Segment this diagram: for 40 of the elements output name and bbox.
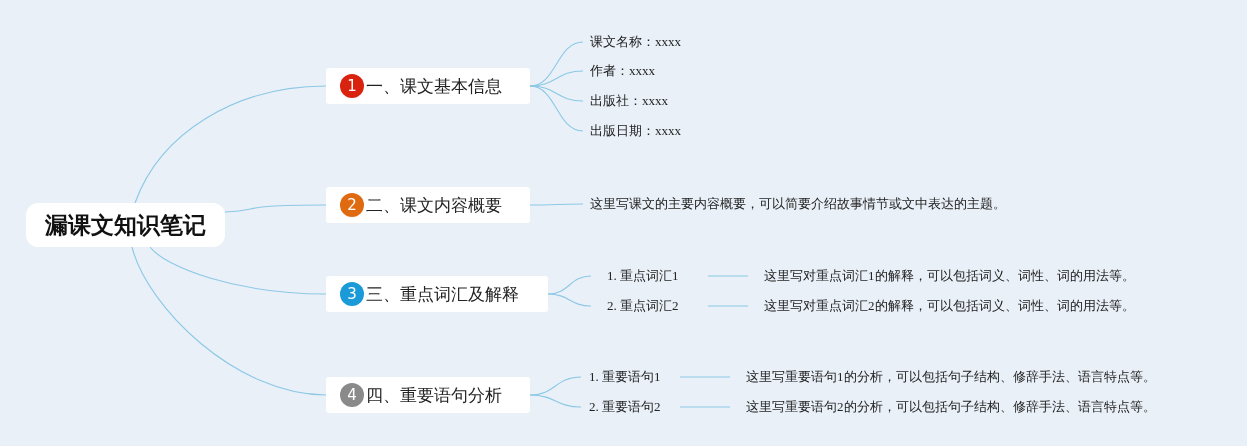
leaf-text: 出版社：xxxx xyxy=(583,91,668,111)
topic-label: 一、课文基本信息 xyxy=(366,74,502,98)
leaf-text: 这里写重要语句1的分析，可以包括句子结构、修辞手法、语言特点等。 xyxy=(730,367,1156,387)
leaf-text: 出版日期：xxxx xyxy=(583,121,681,141)
leaf-text: 1. 重点词汇1 xyxy=(591,266,708,286)
leaf-text: 1. 重要语句1 xyxy=(581,367,680,387)
topic-label: 二、课文内容概要 xyxy=(366,193,502,217)
number-badge: 2 xyxy=(340,193,364,217)
connector-line xyxy=(547,293,592,307)
number-badge: 1 xyxy=(340,74,364,98)
topic-box xyxy=(326,187,530,223)
connector-line xyxy=(707,305,749,307)
leaf-text: 这里写重要语句2的分析，可以包括句子结构、修辞手法、语言特点等。 xyxy=(730,397,1156,417)
leaf-text: 课文名称：xxxx xyxy=(583,32,681,52)
connector-line xyxy=(547,275,592,295)
leaf-text: 作者：xxxx xyxy=(583,61,655,81)
connector-line xyxy=(529,70,584,87)
connector-line xyxy=(679,406,731,408)
connector-line xyxy=(529,203,584,206)
leaf-text: 2. 重要语句2 xyxy=(581,397,680,417)
connector-line xyxy=(529,85,584,132)
connector-line xyxy=(679,376,731,378)
topic-box xyxy=(326,68,530,104)
leaf-text: 这里写课文的主要内容概要，可以简要介绍故事情节或文中表达的主题。 xyxy=(583,194,1006,214)
connector-line xyxy=(707,275,749,277)
central-topic-box: 漏课文知识笔记 xyxy=(26,203,225,247)
topic-box xyxy=(326,276,548,312)
connector-line xyxy=(134,85,327,204)
topic-box xyxy=(326,377,530,413)
topic-label: 三、重点词汇及解释 xyxy=(366,282,519,306)
leaf-text: 2. 重点词汇2 xyxy=(591,296,708,316)
topic-label: 四、重要语句分析 xyxy=(366,383,502,407)
connector-line xyxy=(149,246,327,295)
number-badge: 4 xyxy=(340,383,364,407)
number-badge: 3 xyxy=(340,282,364,306)
connector-line xyxy=(529,394,582,408)
connector-line xyxy=(224,204,327,213)
leaf-text: 这里写对重点词汇2的解释，可以包括词义、词性、词的用法等。 xyxy=(748,296,1135,316)
leaf-text: 这里写对重点词汇1的解释，可以包括词义、词性、词的用法等。 xyxy=(748,266,1135,286)
connector-line xyxy=(131,246,327,396)
